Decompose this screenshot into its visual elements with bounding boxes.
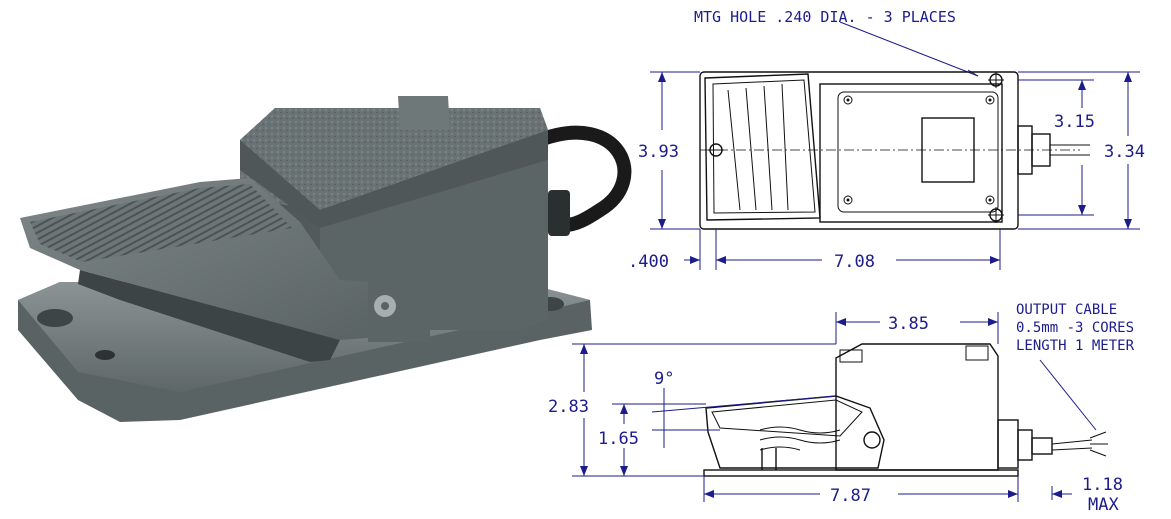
cable-note-line-2: 0.5mm -3 CORES [1016,320,1134,336]
cable-extension-max-label: MAX [1088,495,1119,515]
cable-extension-dimension: 1.18 [1082,475,1123,495]
top-view-drawing [650,21,1140,270]
tilt-angle-label: 9° [654,369,674,389]
pedal-height-dimension: 1.65 [598,429,639,449]
side-length-dimension: 7.87 [830,486,871,506]
cable-note-line-3: LENGTH 1 METER [1016,338,1135,354]
top-length-dimension: 7.08 [834,252,875,272]
side-height-dimension: 2.83 [548,397,589,417]
cable-note-line-1: OUTPUT CABLE [1016,302,1117,318]
housing-length-dimension: 3.85 [888,314,929,334]
top-width-dimension: 3.93 [638,142,679,162]
foot-pedal-switch-icon [18,96,632,422]
overall-height-dimension: 3.34 [1104,142,1145,162]
side-view-drawing [572,312,1108,502]
mount-spacing-dimension: 3.15 [1054,112,1095,132]
heel-offset-dimension: .400 [628,252,669,272]
mounting-hole-note: MTG HOLE .240 DIA. - 3 PLACES [694,8,956,26]
